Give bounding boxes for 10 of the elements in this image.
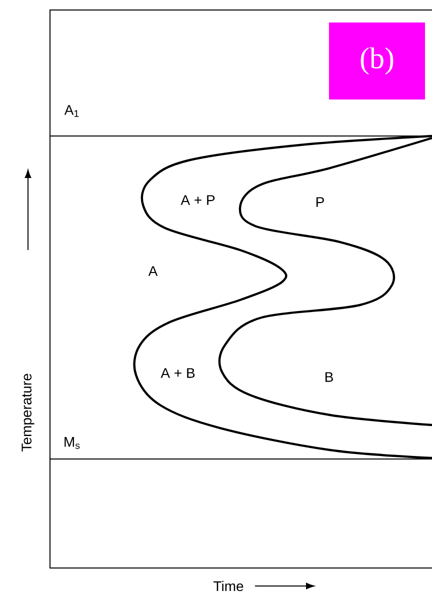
region-label: P [316,197,324,207]
axis-label: Temperature [22,374,34,452]
region-label: A + B [160,368,195,378]
region-label: A [148,266,158,276]
region-label: M$_{s}$ [64,437,80,449]
axis-label: Time [214,580,244,592]
region-label: A$_{1}$ [64,105,79,117]
region-label: B [325,372,333,382]
region-label: A + P [180,195,215,205]
panel-letter-box: (b) [329,22,425,100]
